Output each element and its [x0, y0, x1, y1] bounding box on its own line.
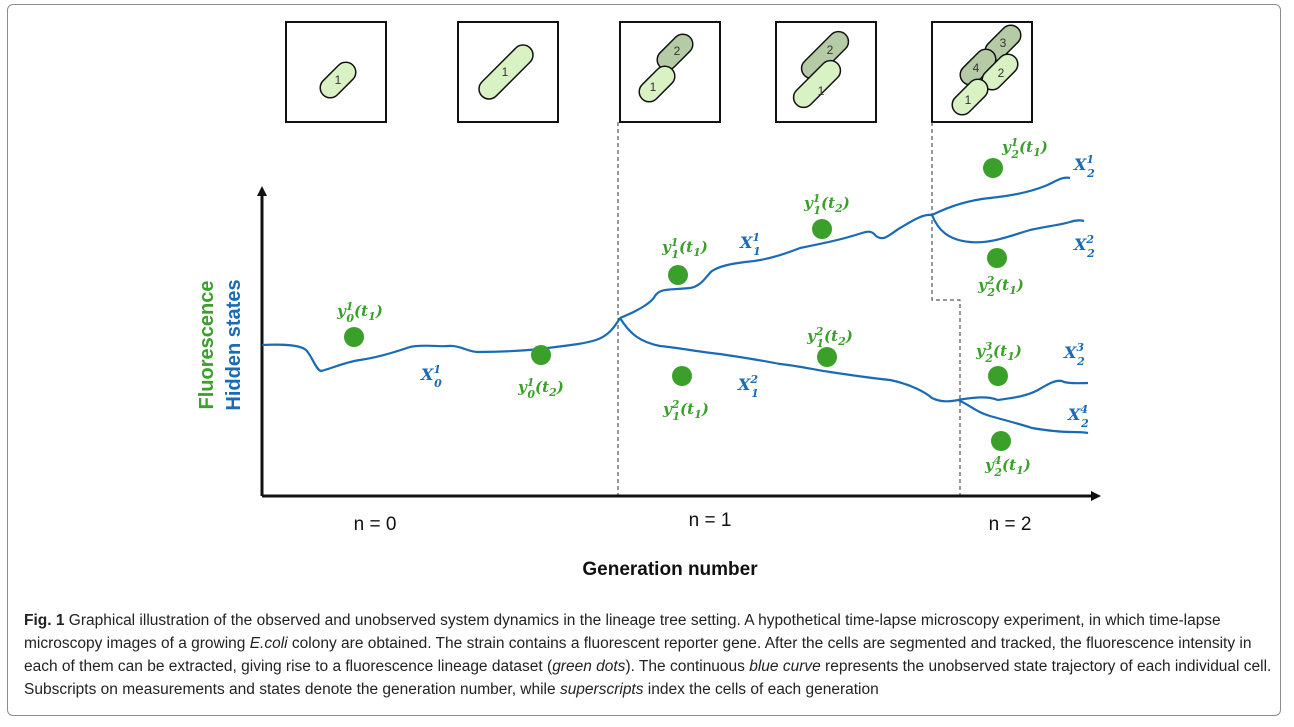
snapshot-frame-gen1-b: 2 1	[775, 21, 877, 123]
cell-body	[638, 65, 676, 103]
caption-italic: green dots	[552, 658, 626, 675]
trajectory-cell-2-4	[957, 398, 1089, 435]
figure-number: Fig. 1	[24, 612, 65, 629]
cell-number: 2	[827, 43, 834, 57]
cell-number: 1	[335, 73, 342, 87]
cell-number: 1	[650, 80, 657, 94]
snapshot-frame-gen2: 3 4 2 1	[931, 21, 1033, 123]
measurement-dot	[344, 327, 364, 347]
measurement-dot	[668, 265, 688, 285]
caption-italic: superscripts	[559, 681, 644, 698]
measurement-dot	[983, 158, 1003, 178]
cell-body	[319, 61, 357, 99]
measurement-dot	[988, 366, 1008, 386]
measurement-dot	[987, 248, 1007, 268]
lineage-diagram: 1 1 2 1	[196, 21, 1101, 580]
cell-body	[792, 59, 842, 109]
cell-number: 1	[965, 93, 972, 107]
y-label-hidden-states: Hidden states	[223, 279, 245, 410]
cell-number: 4	[973, 61, 980, 75]
caption-text: represents the unobserved state trajecto…	[24, 658, 1272, 698]
caption-text: Graphical illustration of the observed a…	[24, 612, 1221, 652]
cell-number: 1	[502, 65, 509, 79]
measurement-dot	[672, 366, 692, 386]
figure-caption: Fig. 1 Graphical illustration of the obs…	[24, 609, 1274, 701]
generation-label-0: n = 0	[354, 514, 397, 535]
measurement-dot	[531, 345, 551, 365]
measurement-dot	[812, 219, 832, 239]
measurement-dot	[991, 431, 1011, 451]
caption-text: colony are obtained. The strain contains…	[24, 635, 1252, 675]
snapshot-frame-gen0-b: 1	[457, 21, 559, 123]
caption-italic: blue curve	[749, 658, 821, 675]
generation-label-2: n = 2	[989, 514, 1032, 535]
snapshot-frame-gen1-a: 2 1	[619, 21, 721, 123]
trajectory-gen0	[261, 317, 621, 373]
caption-italic: E.coli	[249, 635, 288, 652]
measurement-dot	[817, 347, 837, 367]
trajectory-cell-1-1	[619, 213, 933, 320]
trajectory-cell-2-2	[930, 214, 1085, 244]
cell-number: 3	[1000, 36, 1007, 50]
generation-divider	[931, 122, 961, 496]
cell-body	[478, 44, 534, 100]
cell-number: 2	[998, 66, 1005, 80]
x-axis-title: Generation number	[582, 559, 758, 580]
trajectory-cell-2-3	[957, 379, 1089, 402]
caption-text: index the cells of each generation	[643, 681, 879, 698]
y-label-fluorescence: Fluorescence	[196, 281, 218, 410]
trajectory-cell-2-1	[931, 176, 1071, 216]
caption-text: ). The continuous	[625, 658, 750, 675]
figure-frame	[7, 4, 1281, 716]
cell-number: 2	[674, 44, 681, 58]
generation-label-1: n = 1	[689, 510, 732, 531]
trajectory-cell-1-2	[619, 317, 959, 403]
snapshot-frame-gen0-a: 1	[285, 21, 387, 123]
cell-number: 1	[818, 84, 825, 98]
